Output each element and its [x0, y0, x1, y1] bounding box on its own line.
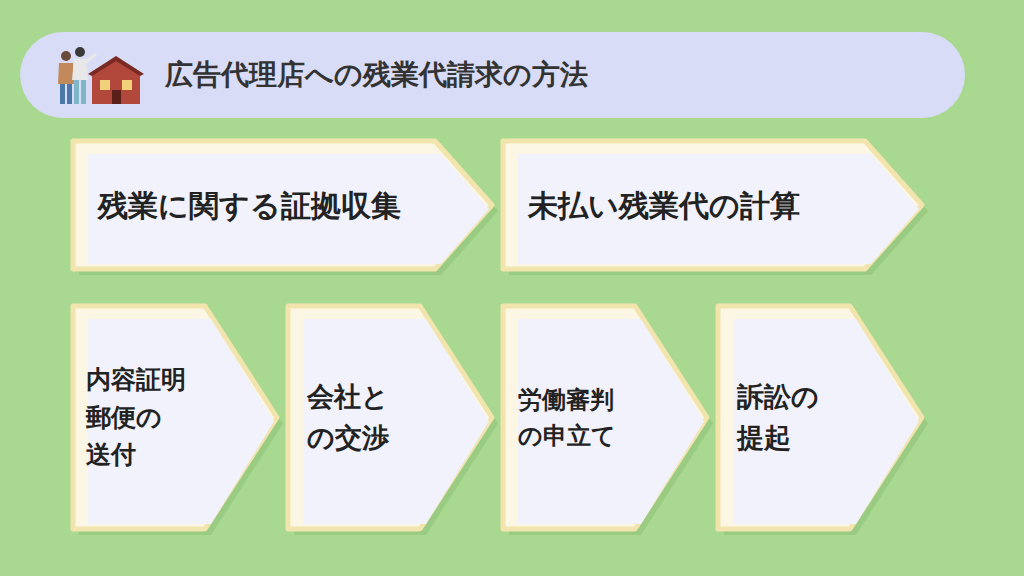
step-chevron: 労働審判 の申立て — [500, 303, 710, 532]
chevron-shadow — [509, 312, 713, 535]
step-chevron: 残業に関する証拠収集 — [70, 138, 495, 272]
chevron-border — [503, 306, 707, 529]
chevron-shadow — [79, 312, 283, 535]
chevron-border — [503, 141, 922, 269]
people-house-icon — [58, 47, 144, 104]
chevron-border — [73, 141, 492, 269]
step-chevron: 会社と の交渉 — [285, 303, 495, 532]
chevron-fill — [303, 319, 489, 524]
step-chevron: 未払い残業代の計算 — [500, 138, 925, 272]
chevron-shadow — [294, 312, 498, 535]
chevron-border — [288, 306, 492, 529]
chevron-shadow — [509, 147, 928, 275]
step-label: 未払い残業代の計算 — [528, 183, 800, 228]
chevron-border — [718, 306, 922, 529]
diagram-title: 広告代理店への残業代請求の方法 — [165, 56, 588, 94]
step-chevron: 訴訟の 提起 — [715, 303, 925, 532]
chevron-shadow — [724, 312, 928, 535]
step-label: 会社と の交渉 — [307, 377, 399, 458]
chevron-shape — [500, 303, 710, 532]
chevron-fill — [733, 319, 919, 524]
chevron-border — [73, 306, 277, 529]
chevron-shadow — [79, 147, 498, 275]
chevron-fill — [518, 154, 919, 264]
chevron-shape — [285, 303, 495, 532]
chevron-fill — [88, 154, 489, 264]
step-label: 労働審判 の申立て — [518, 382, 624, 454]
step-label: 訴訟の 提起 — [737, 377, 829, 458]
step-label: 内容証明 郵便の 送付 — [86, 361, 196, 474]
step-label: 残業に関する証拠収集 — [98, 183, 401, 228]
step-chevron: 内容証明 郵便の 送付 — [70, 303, 280, 532]
chevron-shape — [715, 303, 925, 532]
title-band — [20, 32, 965, 118]
chevron-fill — [518, 319, 704, 524]
